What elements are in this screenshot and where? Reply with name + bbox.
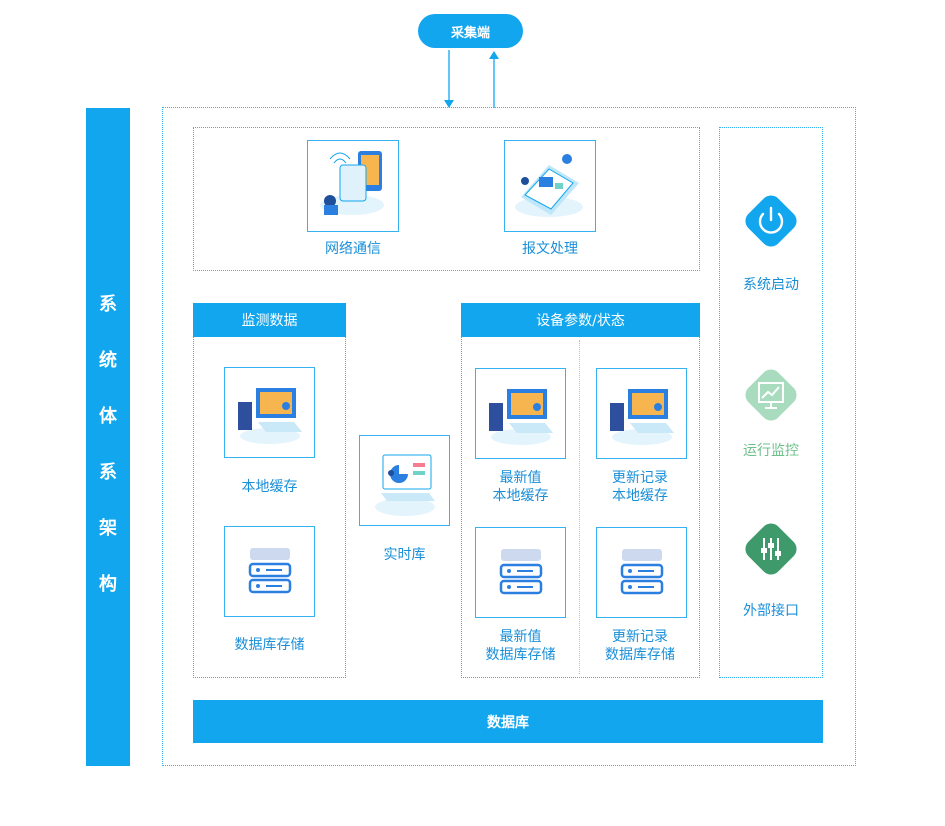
database-bar: 数据库 [193,700,823,743]
system-start-label: 系统启动 [743,277,799,293]
server-icon [620,548,663,594]
system-architecture-bar: 系 统 体 系 架 构 [86,108,130,766]
latest-local-card [475,368,566,459]
device-params-header: 设备参数/状态 [461,303,700,337]
run-monitor-label: 运行监控 [743,443,799,459]
latest-local-line1: 最新值 [499,470,542,486]
realtime-illustration-icon [374,454,435,516]
title-char-3: 体 [99,406,117,427]
control-frame [719,127,823,678]
title-char-4: 系 [99,462,117,483]
realtime-db-card [359,435,450,526]
update-db-line2: 数据库存储 [605,647,675,663]
power-icon[interactable] [738,188,804,254]
message-illustration-icon [515,154,583,217]
title-char-2: 统 [99,350,117,371]
latest-db-line1: 最新值 [499,629,542,645]
update-local-line2: 本地缓存 [612,488,668,504]
outer-frame [162,107,856,766]
message-processing-card [504,140,596,232]
title-char-5: 架 [99,518,117,539]
server-icon [248,547,291,593]
network-comm-card [307,140,399,232]
monitor-icon[interactable] [738,362,804,428]
network-comm-label: 网络通信 [325,241,381,257]
realtime-db-label: 实时库 [383,547,426,563]
latest-local-label: 最新值 本地缓存 [461,469,580,505]
title-char-1: 系 [99,294,117,315]
monitoring-frame [193,337,346,678]
local-cache-card [224,367,315,458]
data-flow-arrows [444,50,499,108]
device-params-frame [461,337,700,678]
network-illustration-icon [320,151,384,215]
latest-local-line2: 本地缓存 [492,488,549,504]
update-db-line1: 更新记录 [612,629,668,645]
update-local-line1: 更新记录 [612,470,668,486]
computer-icon [609,388,674,445]
server-icon [499,548,542,594]
interface-icon[interactable] [738,516,804,582]
computer-icon [488,388,553,445]
title-char-6: 构 [99,574,117,595]
local-cache-label: 本地缓存 [241,479,298,495]
update-db-label: 更新记录 数据库存储 [580,628,700,664]
update-local-card [596,368,687,459]
db-storage-label: 数据库存储 [234,637,305,653]
monitoring-data-header: 监测数据 [193,303,346,337]
external-interface-label: 外部接口 [743,603,799,619]
collector-pill: 采集端 [418,14,523,48]
latest-db-card [475,527,566,618]
latest-db-line2: 数据库存储 [485,647,556,663]
message-processing-label: 报文处理 [522,241,578,257]
update-local-label: 更新记录 本地缓存 [580,469,700,505]
latest-db-label: 最新值 数据库存储 [461,628,580,664]
update-db-card [596,527,687,618]
device-params-divider [579,340,581,674]
comm-frame [193,127,700,271]
computer-icon [237,387,302,444]
db-storage-card [224,526,315,617]
